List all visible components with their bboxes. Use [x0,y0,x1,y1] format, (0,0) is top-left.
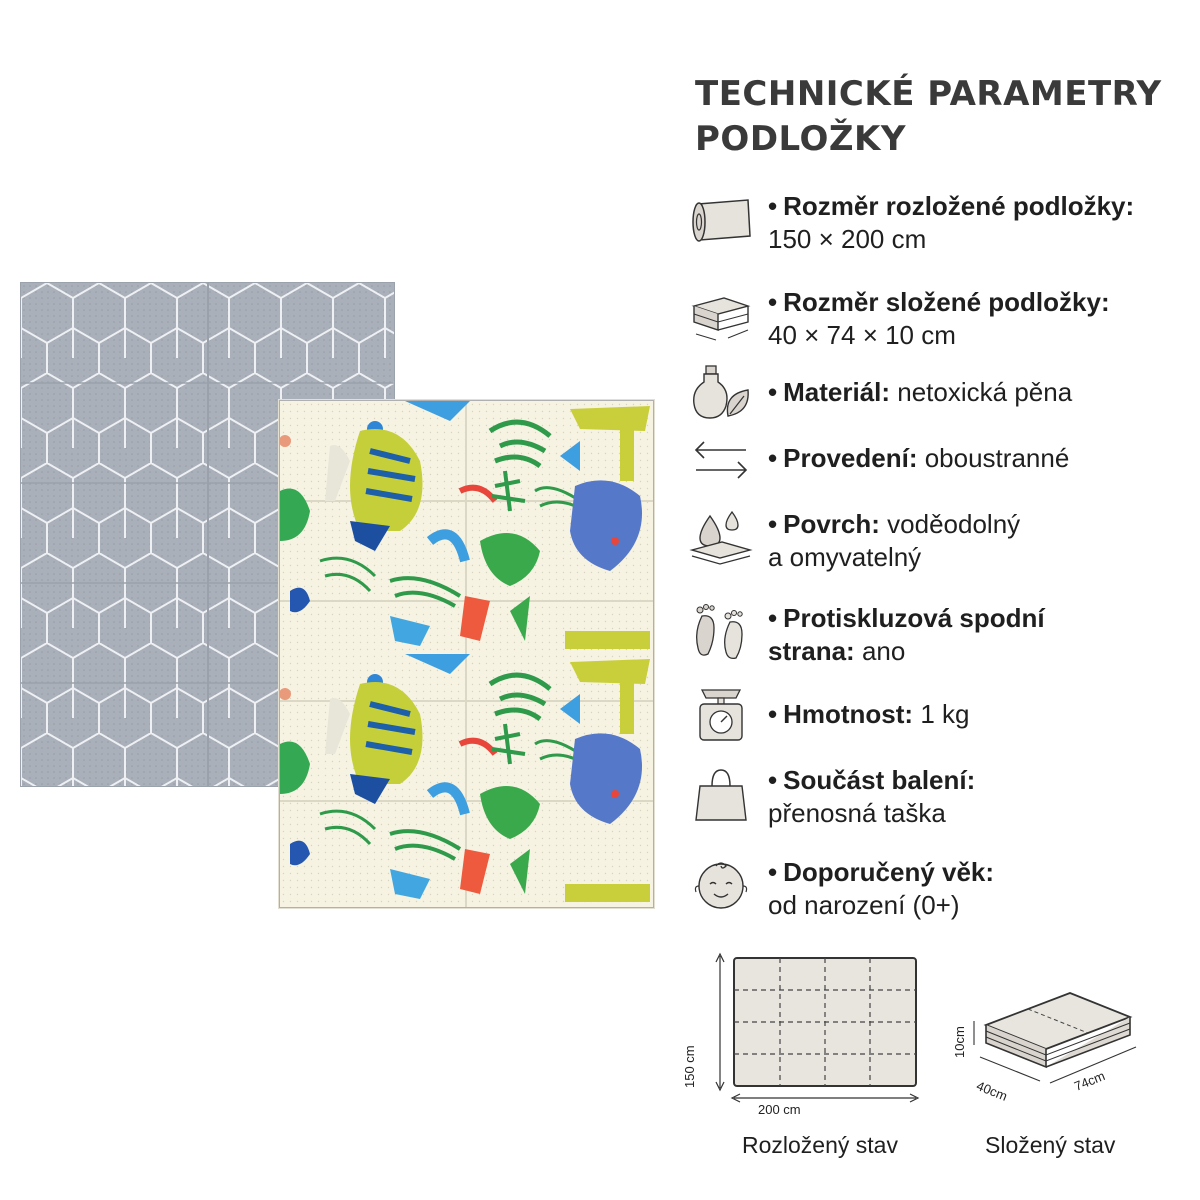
baby-face-icon [694,862,748,909]
spec-value: přenosná taška [768,798,946,828]
scale-icon [699,689,743,741]
spec-value: 40 × 74 × 10 cm [768,320,956,350]
page-title: TECHNICKÉ PARAMETRY PODLOŽKY [695,74,1162,159]
unfolded-height-label: 150 cm [682,1045,697,1088]
double-arrow-icon [694,441,748,479]
spec-value: 150 × 200 cm [768,224,927,254]
unfolded-mat-diagram [715,952,920,1103]
folded-mat-icon [691,297,751,341]
spec-label-line2: strana: [768,636,855,666]
spec-value: od narození (0+) [768,890,960,920]
spec-label: Povrch: [783,509,880,539]
spec-value: oboustranné [924,443,1070,473]
folded-caption: Složený stav [985,1132,1116,1158]
spec-label: Hmotnost: [783,699,914,729]
spec-label: Rozměr složené podložky: [783,287,1110,317]
rolled-mat-icon [692,199,751,242]
spec-label: Součást balení: [783,765,976,795]
folded-mat-diagram [973,992,1137,1084]
unfolded-caption: Rozložený stav [742,1132,898,1158]
unfolded-width-label: 200 cm [758,1102,801,1117]
animal-pattern [280,401,653,907]
spec-value: voděodolný [887,509,1021,539]
spec-value-line2: a omyvatelný [768,542,922,572]
spec-label: Rozměr rozložené podložky: [783,191,1135,221]
spec-label: Doporučený věk: [783,857,995,887]
material-bottle-leaf-icon [693,365,749,419]
footprints-icon [696,604,743,660]
spec-label: Provedení: [783,443,918,473]
animal-print-mat-image [279,400,654,908]
spec-value: 1 kg [920,699,970,729]
water-drops-icon [689,510,753,565]
folded-height-label: 10cm [952,1026,967,1058]
bag-icon [695,769,747,821]
spec-value: ano [861,636,906,666]
spec-label: Protiskluzová spodní [783,603,1045,633]
spec-value: netoxická pěna [897,377,1073,407]
spec-label: Materiál: [783,377,891,407]
